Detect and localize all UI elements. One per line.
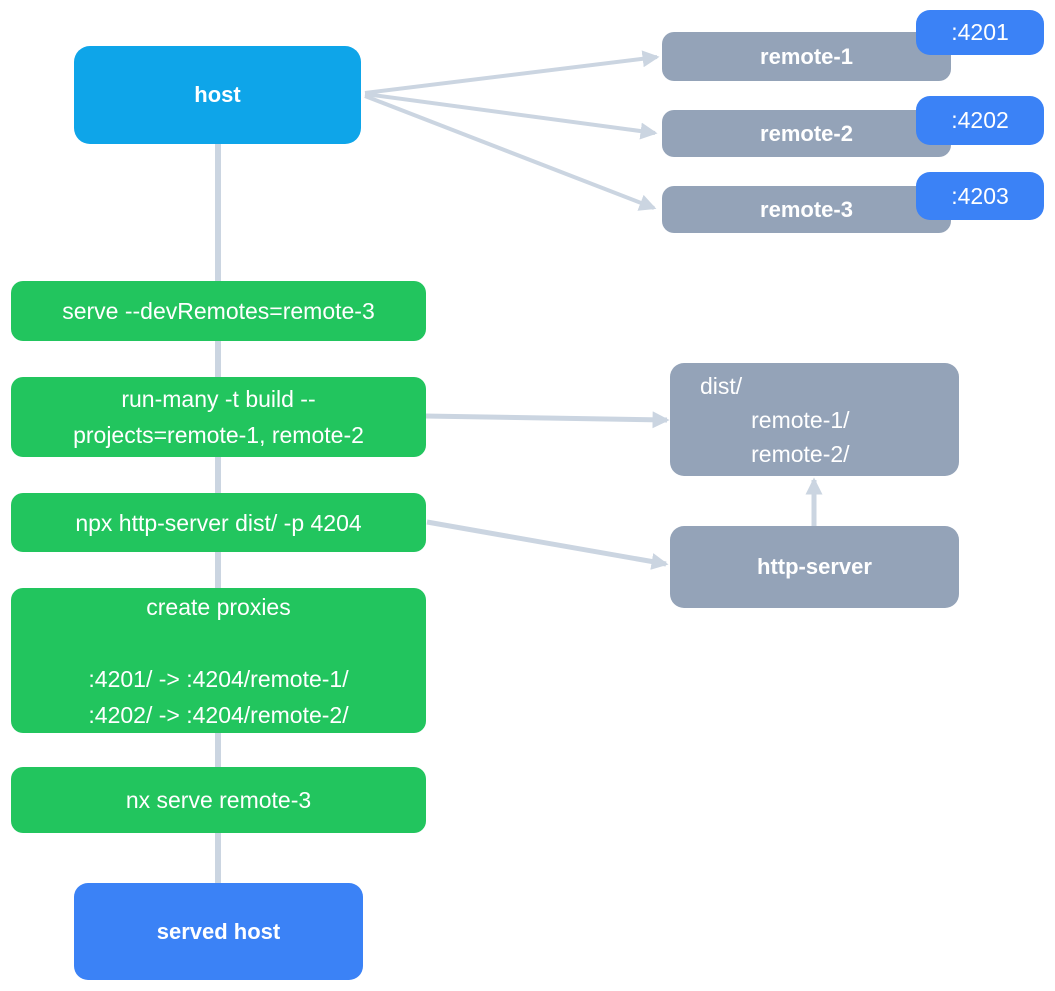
remote-1-node: remote-1	[662, 32, 951, 81]
dist-folder-text: dist/ remote-1/ remote-2/	[700, 372, 850, 467]
port-badge-4203: :4203	[916, 172, 1044, 220]
edge-host-remote-3	[364, 94, 657, 211]
host-label: host	[194, 82, 241, 107]
command-run-many-build: run-many -t build -- projects=remote-1, …	[11, 377, 426, 457]
port-badge-4202: :4202	[916, 96, 1044, 145]
remote-2-label: remote-2	[760, 120, 853, 146]
command-serve-devremotes: serve --devRemotes=remote-3	[11, 281, 426, 341]
served-host-label: served host	[156, 918, 281, 944]
served-host-node: served host	[74, 883, 363, 980]
command-nx-serve-remote-3: nx serve remote-3	[11, 767, 426, 833]
command-npx-http-server: npx http-server dist/ -p 4204	[11, 493, 426, 552]
dist-folder-node: dist/ remote-1/ remote-2/	[670, 363, 959, 476]
command-serve-devremotes-text: serve --devRemotes=remote-3	[62, 298, 375, 324]
port-badge-4202-label: :4202	[951, 107, 1009, 133]
command-create-proxies-text: create proxies :4201/ -> :4204/remote-1/…	[88, 593, 349, 728]
remote-3-label: remote-3	[760, 196, 853, 222]
http-server-label: http-server	[757, 554, 872, 579]
port-badge-4203-label: :4203	[951, 182, 1009, 209]
http-server-node: http-server	[670, 526, 959, 608]
command-nx-serve-remote-3-text: nx serve remote-3	[125, 787, 312, 813]
edge-npx-httpserver	[426, 519, 669, 570]
command-npx-http-server-text: npx http-server dist/ -p 4204	[75, 509, 362, 536]
port-badge-4201-label: :4201	[951, 19, 1009, 45]
remote-1-label: remote-1	[760, 43, 853, 69]
command-create-proxies: create proxies :4201/ -> :4204/remote-1/…	[11, 588, 426, 733]
host-node: host	[74, 46, 361, 144]
command-run-many-build-text: run-many -t build -- projects=remote-1, …	[73, 386, 364, 448]
remote-3-node: remote-3	[662, 186, 951, 233]
edge-host-remote-1	[364, 50, 660, 95]
edge-runmany-dist	[423, 411, 670, 429]
port-badge-4201: :4201	[916, 10, 1044, 55]
edge-host-remote-2	[364, 92, 658, 140]
remote-2-node: remote-2	[662, 110, 951, 157]
